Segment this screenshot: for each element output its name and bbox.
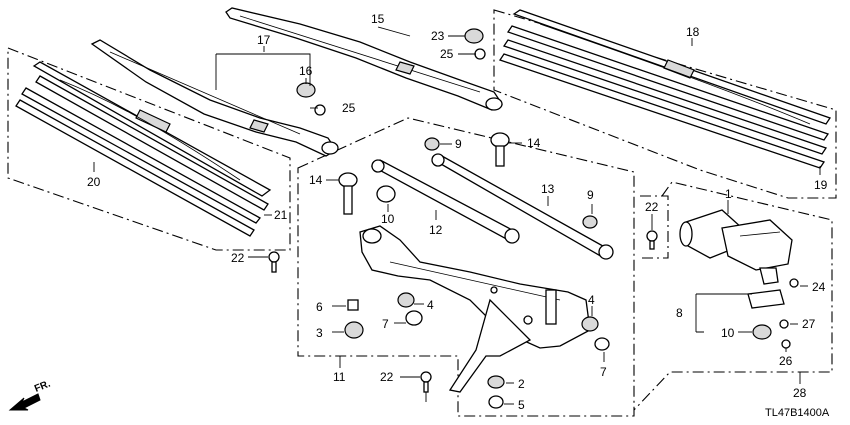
callout-20: 20 [87, 175, 101, 189]
right-blade-group-outline [493, 9, 837, 199]
diagram-code: TL47B1400A [765, 407, 830, 419]
callout-22-left: 22 [231, 251, 245, 265]
callout-25-top: 25 [440, 47, 454, 61]
callout-13: 13 [541, 182, 555, 196]
front-direction-label: FR. [33, 378, 52, 394]
nut-25-left [314, 104, 326, 116]
right-wiper-blade [498, 9, 832, 169]
bushing-10 [376, 185, 396, 203]
callout-7-left: 7 [382, 317, 389, 331]
callout-14-right: 14 [527, 136, 541, 150]
nut-26 [781, 339, 791, 349]
callout-15: 15 [371, 12, 385, 26]
callout-26: 26 [779, 354, 793, 368]
cap-7-left [405, 310, 423, 326]
nut-5 [488, 395, 504, 409]
bushing-9-right [582, 215, 598, 229]
linkage-group-outline-2 [640, 195, 669, 259]
cap-7-right [594, 337, 610, 351]
callout-17: 17 [257, 33, 271, 47]
nut-25-right [474, 48, 486, 60]
bolt-22-right [646, 230, 658, 250]
callout-1: 1 [725, 187, 732, 201]
callout-14-left: 14 [309, 173, 323, 187]
callout-7-right: 7 [600, 365, 607, 379]
pivot-14-right [490, 132, 510, 167]
pivot-14-left [338, 172, 358, 215]
linkage-group-outline [297, 117, 635, 417]
callout-4-left: 4 [427, 298, 434, 312]
collar-6 [347, 299, 359, 311]
callout-5: 5 [518, 398, 525, 412]
motor-group-outline [633, 181, 833, 411]
linkage-frame [359, 225, 591, 393]
callout-10-right: 10 [721, 326, 735, 340]
callout-9-right: 9 [587, 188, 594, 202]
washer-27 [779, 319, 789, 329]
callout-22-right: 22 [645, 200, 659, 214]
callout-11: 11 [333, 370, 346, 384]
leader-lines [93, 26, 821, 405]
bracket-8 [747, 289, 785, 309]
cap-16 [296, 82, 316, 98]
bushing-4-left [397, 292, 415, 308]
left-wiper-arm [90, 39, 339, 157]
callout-6: 6 [316, 300, 323, 314]
link-rod-12 [370, 159, 520, 244]
callout-23: 23 [431, 29, 445, 43]
cap-23 [464, 28, 484, 44]
callout-28: 28 [793, 386, 807, 400]
link-rod-13 [431, 153, 614, 260]
bushing-4-right [581, 316, 599, 332]
rubber-2 [487, 375, 505, 389]
left-wiper-blade [15, 61, 272, 237]
callout-16: 16 [299, 64, 313, 78]
callout-3: 3 [316, 326, 323, 340]
callout-18: 18 [686, 25, 700, 39]
callout-27: 27 [802, 317, 816, 331]
bolt-22-bottom [420, 371, 432, 393]
callout-24: 24 [812, 280, 826, 294]
rubber-3 [344, 321, 364, 339]
callout-19: 19 [814, 178, 828, 192]
callout-2: 2 [518, 377, 525, 391]
grommet-10 [752, 324, 772, 340]
left-blade-group-outline [7, 47, 291, 251]
callout-9-top: 9 [455, 137, 462, 151]
bolt-22-left [268, 251, 280, 273]
callout-10-left: 10 [381, 212, 395, 226]
callout-12: 12 [429, 223, 443, 237]
callout-25-mid: 25 [342, 101, 356, 115]
callout-8: 8 [676, 306, 683, 320]
callout-22-bottom: 22 [380, 370, 394, 384]
wiper-motor [679, 209, 799, 288]
callout-21: 21 [274, 208, 288, 222]
front-direction-arrow-icon [8, 393, 41, 411]
bushing-9-top [424, 137, 440, 151]
callout-4-right: 4 [588, 293, 595, 307]
right-wiper-arm [225, 7, 503, 111]
